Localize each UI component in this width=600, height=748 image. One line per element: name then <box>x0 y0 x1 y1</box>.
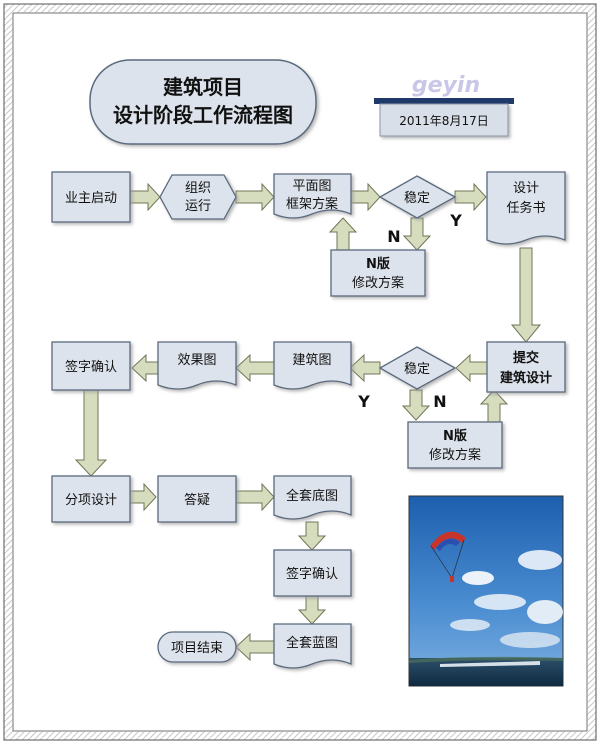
stable1-label: 稳定 <box>404 190 430 206</box>
effect-drawing-label: 效果图 <box>177 353 216 368</box>
node-sign-confirm2 <box>273 549 352 597</box>
submit-design-label-2: 建筑设计 <box>500 370 552 386</box>
organize-label-1: 组织 <box>185 181 211 196</box>
node-sign-confirm1 <box>51 341 131 391</box>
node-full-blue <box>273 623 352 669</box>
sign-confirm2-label: 签字确认 <box>286 566 338 582</box>
sign-confirm1-label: 签字确认 <box>65 359 117 375</box>
arch-drawing-label: 建筑图 <box>292 352 331 368</box>
stable2-label: 稳定 <box>404 361 430 377</box>
owner-start-label: 业主启动 <box>65 191 117 206</box>
arrow-down-icon <box>402 217 432 251</box>
floor-plan-label-1: 平面图 <box>292 179 331 194</box>
arrow-left-icon <box>455 353 488 383</box>
node-stable1 <box>378 175 457 219</box>
arrow-right-icon <box>235 482 275 512</box>
design-brief-label-2: 任务书 <box>506 200 545 216</box>
sub-design-label: 分项设计 <box>65 493 117 508</box>
arrow-down-icon <box>297 521 327 551</box>
watermark-text: geyin <box>412 73 480 98</box>
node-owner-start <box>51 171 131 223</box>
no-label-2: N <box>433 392 446 411</box>
arrow-right-icon <box>129 482 157 512</box>
node-arch-drawing <box>273 341 352 390</box>
arrow-right-icon <box>454 182 487 212</box>
organize-label-2: 运行 <box>185 199 211 214</box>
arrow-left-icon <box>235 353 275 383</box>
revise2-label-2: 修改方案 <box>429 447 481 463</box>
node-effect-drawing <box>157 341 237 390</box>
arrow-right-icon <box>235 182 275 212</box>
design-brief-label-1: 设计 <box>513 181 539 196</box>
submit-design-label-1: 提交 <box>513 350 539 366</box>
title-box <box>89 59 317 145</box>
arrow-up-icon <box>328 217 358 251</box>
arrow-down-icon <box>297 595 327 625</box>
arrow-up-icon <box>479 389 509 423</box>
arrow-down-icon <box>74 389 108 477</box>
arrow-down-icon <box>401 389 431 421</box>
full-base-label: 全套底图 <box>286 488 338 504</box>
arrow-right-icon <box>129 182 161 212</box>
no-label-1: N <box>387 227 400 246</box>
arrow-left-icon <box>131 353 159 383</box>
node-qa <box>157 475 237 523</box>
parasail-over-sea-image <box>408 495 564 687</box>
title-line1: 建筑项目 <box>163 75 243 99</box>
node-revise1 <box>330 249 426 297</box>
node-organize <box>159 174 237 220</box>
yes-label-2: Y <box>357 392 370 411</box>
arrow-left-icon <box>349 353 381 383</box>
node-project-end <box>157 631 237 663</box>
project-end-label: 项目结束 <box>171 641 223 656</box>
qa-label: 答疑 <box>184 492 210 508</box>
date-bar <box>374 98 514 104</box>
node-revise2 <box>407 421 503 469</box>
full-blue-label: 全套蓝图 <box>286 635 338 651</box>
revise1-label-1: N版 <box>366 256 390 272</box>
revise2-label-1: N版 <box>443 428 467 444</box>
yes-label-1: Y <box>449 211 462 230</box>
title-line2: 设计阶段工作流程图 <box>113 103 293 127</box>
node-submit-design <box>486 341 566 393</box>
flow-arrows <box>74 182 542 662</box>
node-sub-design <box>51 475 131 523</box>
date-text: 2011年8月17日 <box>399 114 488 128</box>
arrow-left-icon <box>235 632 275 662</box>
date-box <box>379 103 509 137</box>
arrow-right-icon <box>350 182 381 212</box>
node-stable2 <box>378 346 457 390</box>
node-full-base <box>273 475 352 520</box>
arrow-down-icon <box>510 247 542 343</box>
revise1-label-2: 修改方案 <box>352 275 404 291</box>
node-design-brief <box>486 171 566 245</box>
node-floor-plan <box>273 173 352 219</box>
floor-plan-label-2: 框架方案 <box>286 196 338 212</box>
